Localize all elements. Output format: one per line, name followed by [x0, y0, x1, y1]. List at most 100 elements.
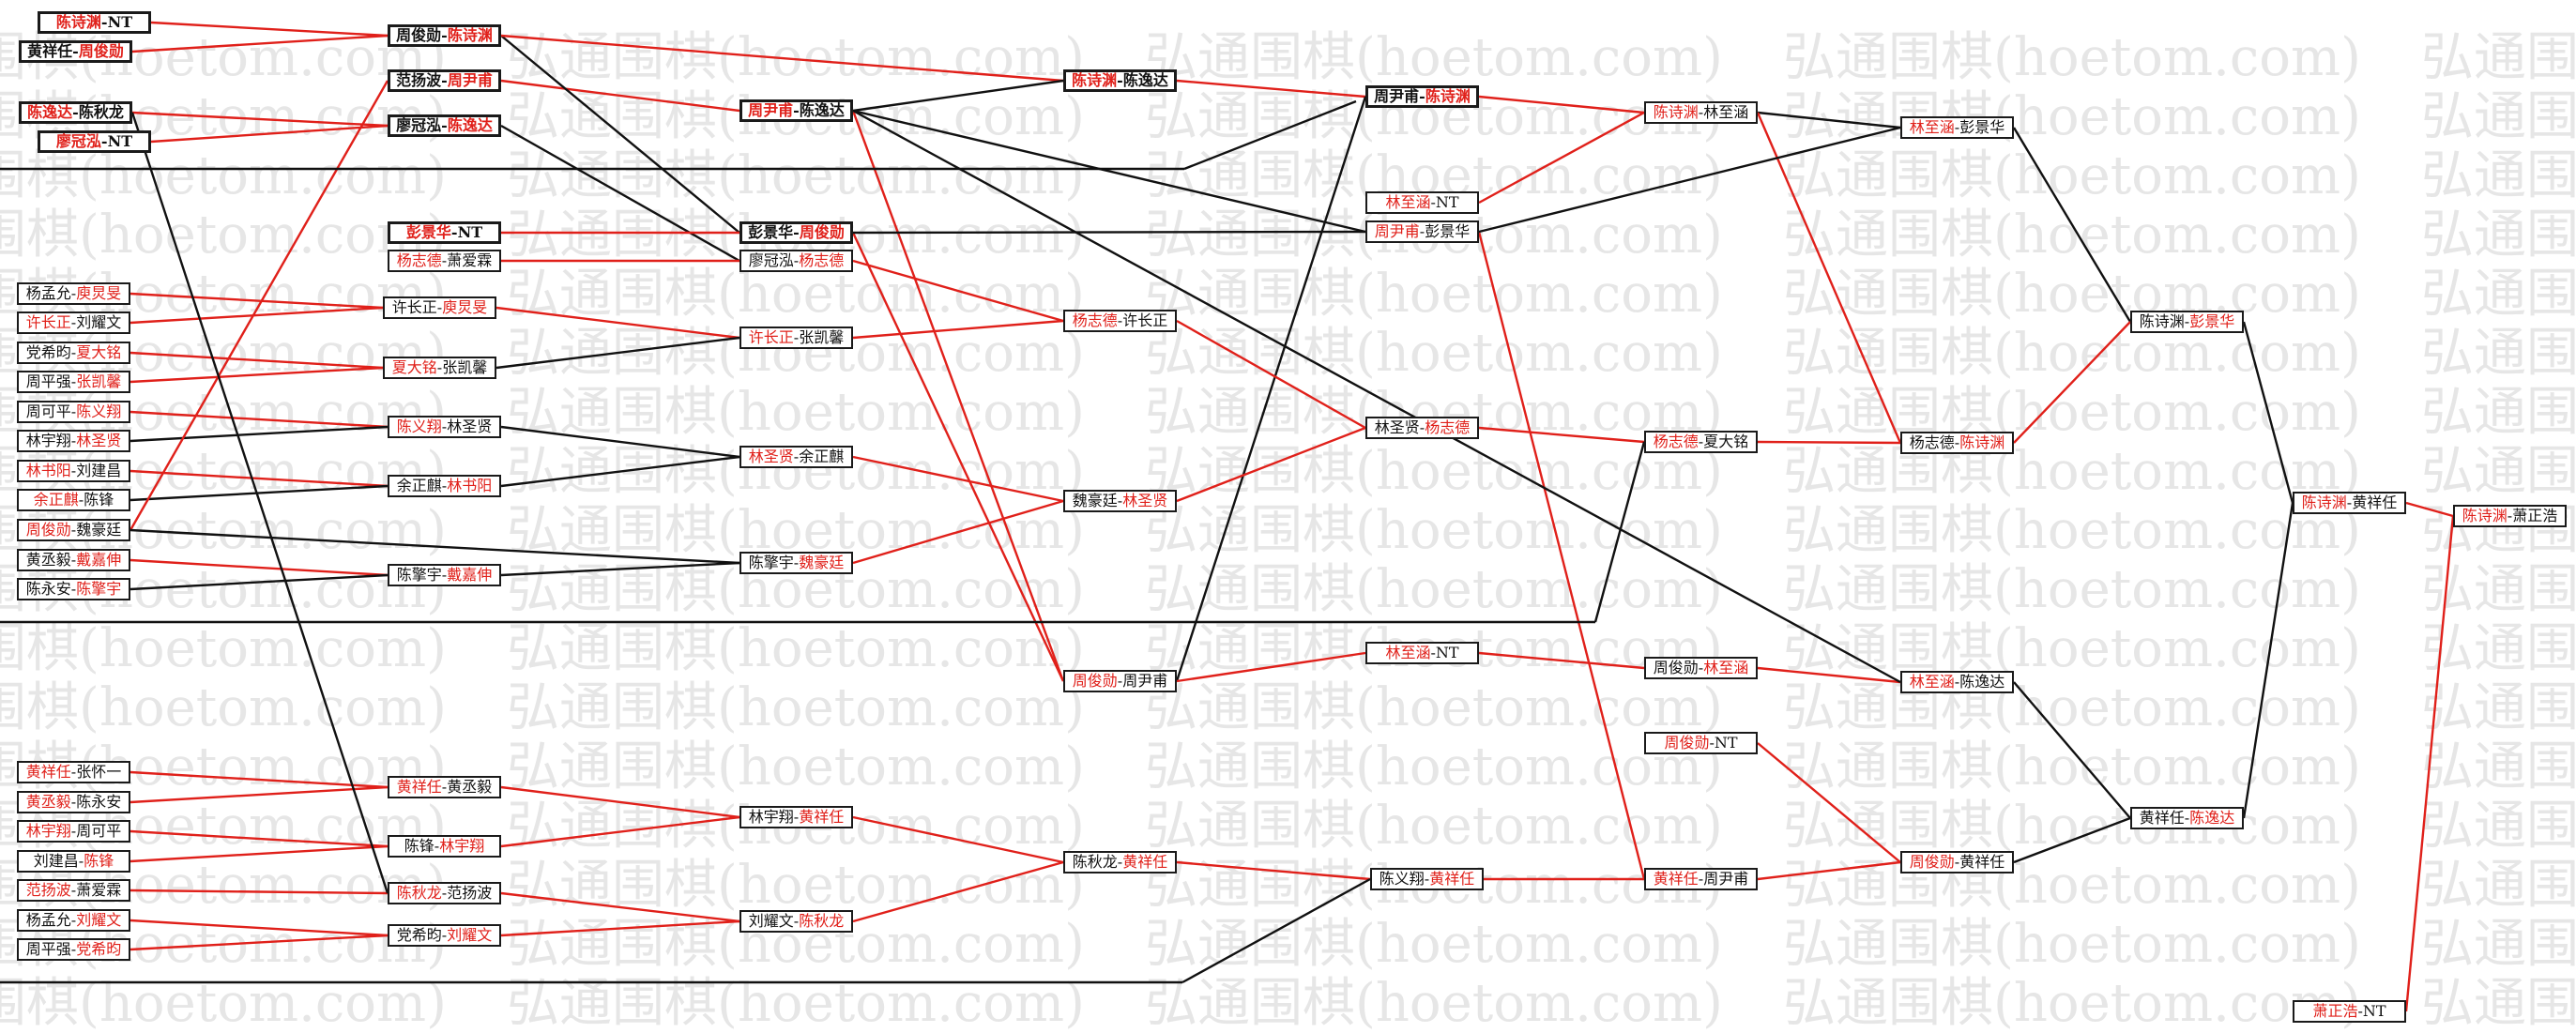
- match-box-r1-3[interactable]: 陈逸达-陈秋龙: [19, 101, 132, 124]
- watermark-text: 弘通围棋(hoetom.com): [2421, 264, 2576, 325]
- match-box-r2-13[interactable]: 陈秋龙-范扬波: [388, 882, 501, 904]
- connector-line: [1176, 860, 1371, 881]
- match-box-r6-4[interactable]: 周俊勋-NT: [1644, 732, 1758, 754]
- match-box-r7-1[interactable]: 林至涵-彭景华: [1900, 116, 2014, 139]
- player-b: 党希昀: [76, 940, 122, 958]
- match-box-r4-1[interactable]: 陈诗渊-陈逸达: [1063, 69, 1177, 92]
- match-box-r2-5[interactable]: 杨志德-萧爱霖: [388, 250, 501, 272]
- player-b: 戴嘉伸: [76, 551, 122, 569]
- match-box-r2-8[interactable]: 陈义翔-林圣贤: [388, 416, 501, 438]
- match-box-r1-5[interactable]: 杨孟允-庾炅旻: [17, 282, 130, 305]
- match-box-r5-5[interactable]: 林至涵-NT: [1365, 642, 1479, 664]
- match-box-r5-1[interactable]: 周尹甫-陈诗渊: [1365, 85, 1479, 108]
- match-box-r3-4[interactable]: 许长正-张凯馨: [739, 327, 853, 349]
- match-box-r3-6[interactable]: 陈擎宇-魏豪廷: [739, 552, 853, 574]
- match-box-r10-1[interactable]: 陈诗渊-萧正浩: [2453, 505, 2567, 527]
- player-b: 范扬波: [447, 884, 493, 902]
- match-box-r1-19[interactable]: 刘建昌-陈锋: [17, 850, 130, 873]
- player-a: 周平强: [25, 372, 71, 390]
- connector-line: [1176, 651, 1366, 683]
- match-box-r1-1[interactable]: 陈诗渊-NT: [38, 11, 151, 34]
- separator: -: [1419, 222, 1425, 240]
- match-box-r1-2[interactable]: 黄祥任-周俊勋: [19, 40, 132, 63]
- match-box-r8-2[interactable]: 黄祥任-陈逸达: [2130, 807, 2244, 829]
- match-box-r1-10[interactable]: 林宇翔-林圣贤: [17, 430, 130, 452]
- match-box-r1-12[interactable]: 余正麒-陈锋: [17, 489, 130, 511]
- match-box-r1-21[interactable]: 杨孟允-刘耀文: [17, 909, 130, 932]
- match-box-r3-5[interactable]: 林圣贤-余正麒: [739, 446, 853, 468]
- player-b: 林书阳: [447, 477, 493, 494]
- match-box-r4-2[interactable]: 杨志德-许长正: [1063, 310, 1177, 332]
- match-box-r1-15[interactable]: 陈永安-陈擎宇: [17, 578, 130, 600]
- player-a: 林宇翔: [748, 808, 794, 826]
- match-box-r8-1[interactable]: 陈诗渊-彭景华: [2130, 311, 2244, 333]
- match-box-r2-12[interactable]: 陈锋-林宇翔: [388, 835, 501, 858]
- match-box-r6-1[interactable]: 陈诗渊-林至涵: [1644, 101, 1758, 124]
- match-box-r1-11[interactable]: 林书阳-刘建昌: [17, 460, 130, 482]
- match-box-r2-4[interactable]: 彭景华-NT: [388, 221, 501, 244]
- match-box-r3-1[interactable]: 周尹甫-陈逸达: [739, 99, 853, 122]
- match-box-r2-6[interactable]: 许长正-庾炅旻: [383, 296, 496, 319]
- player-a: 杨孟允: [25, 911, 71, 929]
- match-box-r4-5[interactable]: 陈秋龙-黄祥任: [1063, 851, 1177, 873]
- match-box-r10-2[interactable]: 萧正浩-NT: [2293, 1000, 2406, 1023]
- player-a: 廖冠泓: [396, 116, 442, 134]
- match-box-r1-13[interactable]: 周俊勋-魏豪廷: [17, 519, 130, 541]
- match-box-r1-18[interactable]: 林宇翔-周可平: [17, 820, 130, 843]
- match-box-r2-3[interactable]: 廖冠泓-陈逸达: [388, 114, 501, 137]
- match-box-r1-16[interactable]: 黄祥任-张怀一: [17, 761, 130, 783]
- player-b: 陈义翔: [76, 403, 122, 420]
- match-box-r1-4[interactable]: 廖冠泓-NT: [38, 130, 151, 153]
- match-box-r2-1[interactable]: 周俊勋-陈诗渊: [388, 24, 501, 47]
- match-box-r1-6[interactable]: 许长正-刘耀文: [17, 311, 130, 334]
- match-box-r2-10[interactable]: 陈擎宇-戴嘉伸: [388, 564, 501, 586]
- connector-line: [150, 21, 389, 38]
- match-box-r7-4[interactable]: 周俊勋-黄祥任: [1900, 851, 2014, 873]
- match-box-r4-4[interactable]: 周俊勋-周尹甫: [1063, 670, 1177, 692]
- connector-line: [2013, 816, 2131, 864]
- connector-line: [1478, 95, 1645, 114]
- watermark-text: 弘通围棋(hoetom.com): [1783, 914, 2361, 975]
- match-box-r5-6[interactable]: 陈义翔-黄祥任: [1370, 868, 1484, 890]
- watermark-text: 弘通围棋(hoetom.com): [2421, 855, 2576, 916]
- player-b: 陈诗渊: [447, 26, 493, 44]
- match-box-r6-3[interactable]: 周俊勋-林至涵: [1644, 657, 1758, 679]
- separator: -: [1954, 433, 1960, 451]
- match-box-r9-1[interactable]: 陈诗渊-黄祥任: [2293, 492, 2406, 514]
- match-box-r1-8[interactable]: 周平强-张凯馨: [17, 371, 130, 393]
- connector-line: [130, 844, 389, 863]
- match-box-r7-2[interactable]: 杨志德-陈诗渊: [1900, 432, 2014, 454]
- match-box-r1-9[interactable]: 周可平-陈义翔: [17, 401, 130, 423]
- match-box-r2-14[interactable]: 党希昀-刘耀文: [388, 924, 501, 947]
- watermark-text: 弘通围棋(hoetom.com): [1145, 914, 1723, 975]
- connector-line: [1176, 426, 1366, 503]
- match-box-r6-5[interactable]: 黄祥任-周尹甫: [1644, 868, 1758, 890]
- player-b: NT: [107, 13, 133, 31]
- match-box-r7-3[interactable]: 林至涵-陈逸达: [1900, 671, 2014, 693]
- match-box-r2-9[interactable]: 余正麒-林书阳: [388, 475, 501, 497]
- match-box-r2-7[interactable]: 夏大铭-张凯馨: [383, 357, 496, 379]
- watermark-text: 弘通围棋(hoetom.com): [0, 205, 447, 266]
- match-box-r1-20[interactable]: 范扬波-萧爱霖: [17, 879, 130, 902]
- player-b: 周俊勋: [799, 223, 845, 241]
- match-box-r1-17[interactable]: 黄丞毅-陈永安: [17, 791, 130, 813]
- match-box-r1-14[interactable]: 黄丞毅-戴嘉伸: [17, 549, 130, 571]
- match-box-r1-22[interactable]: 周平强-党希昀: [17, 938, 130, 961]
- player-a: 周俊勋: [1072, 672, 1118, 690]
- match-box-r5-3[interactable]: 周尹甫-彭景华: [1365, 220, 1479, 243]
- match-box-r6-2[interactable]: 杨志德-夏大铭: [1644, 431, 1758, 453]
- match-box-r4-3[interactable]: 魏豪廷-林圣贤: [1063, 490, 1177, 512]
- player-b: NT: [107, 132, 133, 150]
- connector-line: [1478, 111, 1645, 205]
- match-box-r2-2[interactable]: 范扬波-周尹甫: [388, 69, 501, 92]
- match-box-r3-2[interactable]: 彭景华-周俊勋: [739, 221, 853, 244]
- match-box-r3-8[interactable]: 刘耀文-陈秋龙: [739, 910, 853, 933]
- match-box-r2-11[interactable]: 黄祥任-黄丞毅: [388, 776, 501, 798]
- match-box-r5-2[interactable]: 林至涵-NT: [1365, 191, 1479, 214]
- separator: -: [72, 42, 79, 60]
- match-box-r3-7[interactable]: 林宇翔-黄祥任: [739, 806, 853, 828]
- match-box-r3-3[interactable]: 廖冠泓-杨志德: [739, 250, 853, 272]
- match-box-r5-4[interactable]: 林圣贤-杨志德: [1365, 417, 1479, 439]
- match-box-r1-7[interactable]: 党希昀-夏大铭: [17, 342, 130, 364]
